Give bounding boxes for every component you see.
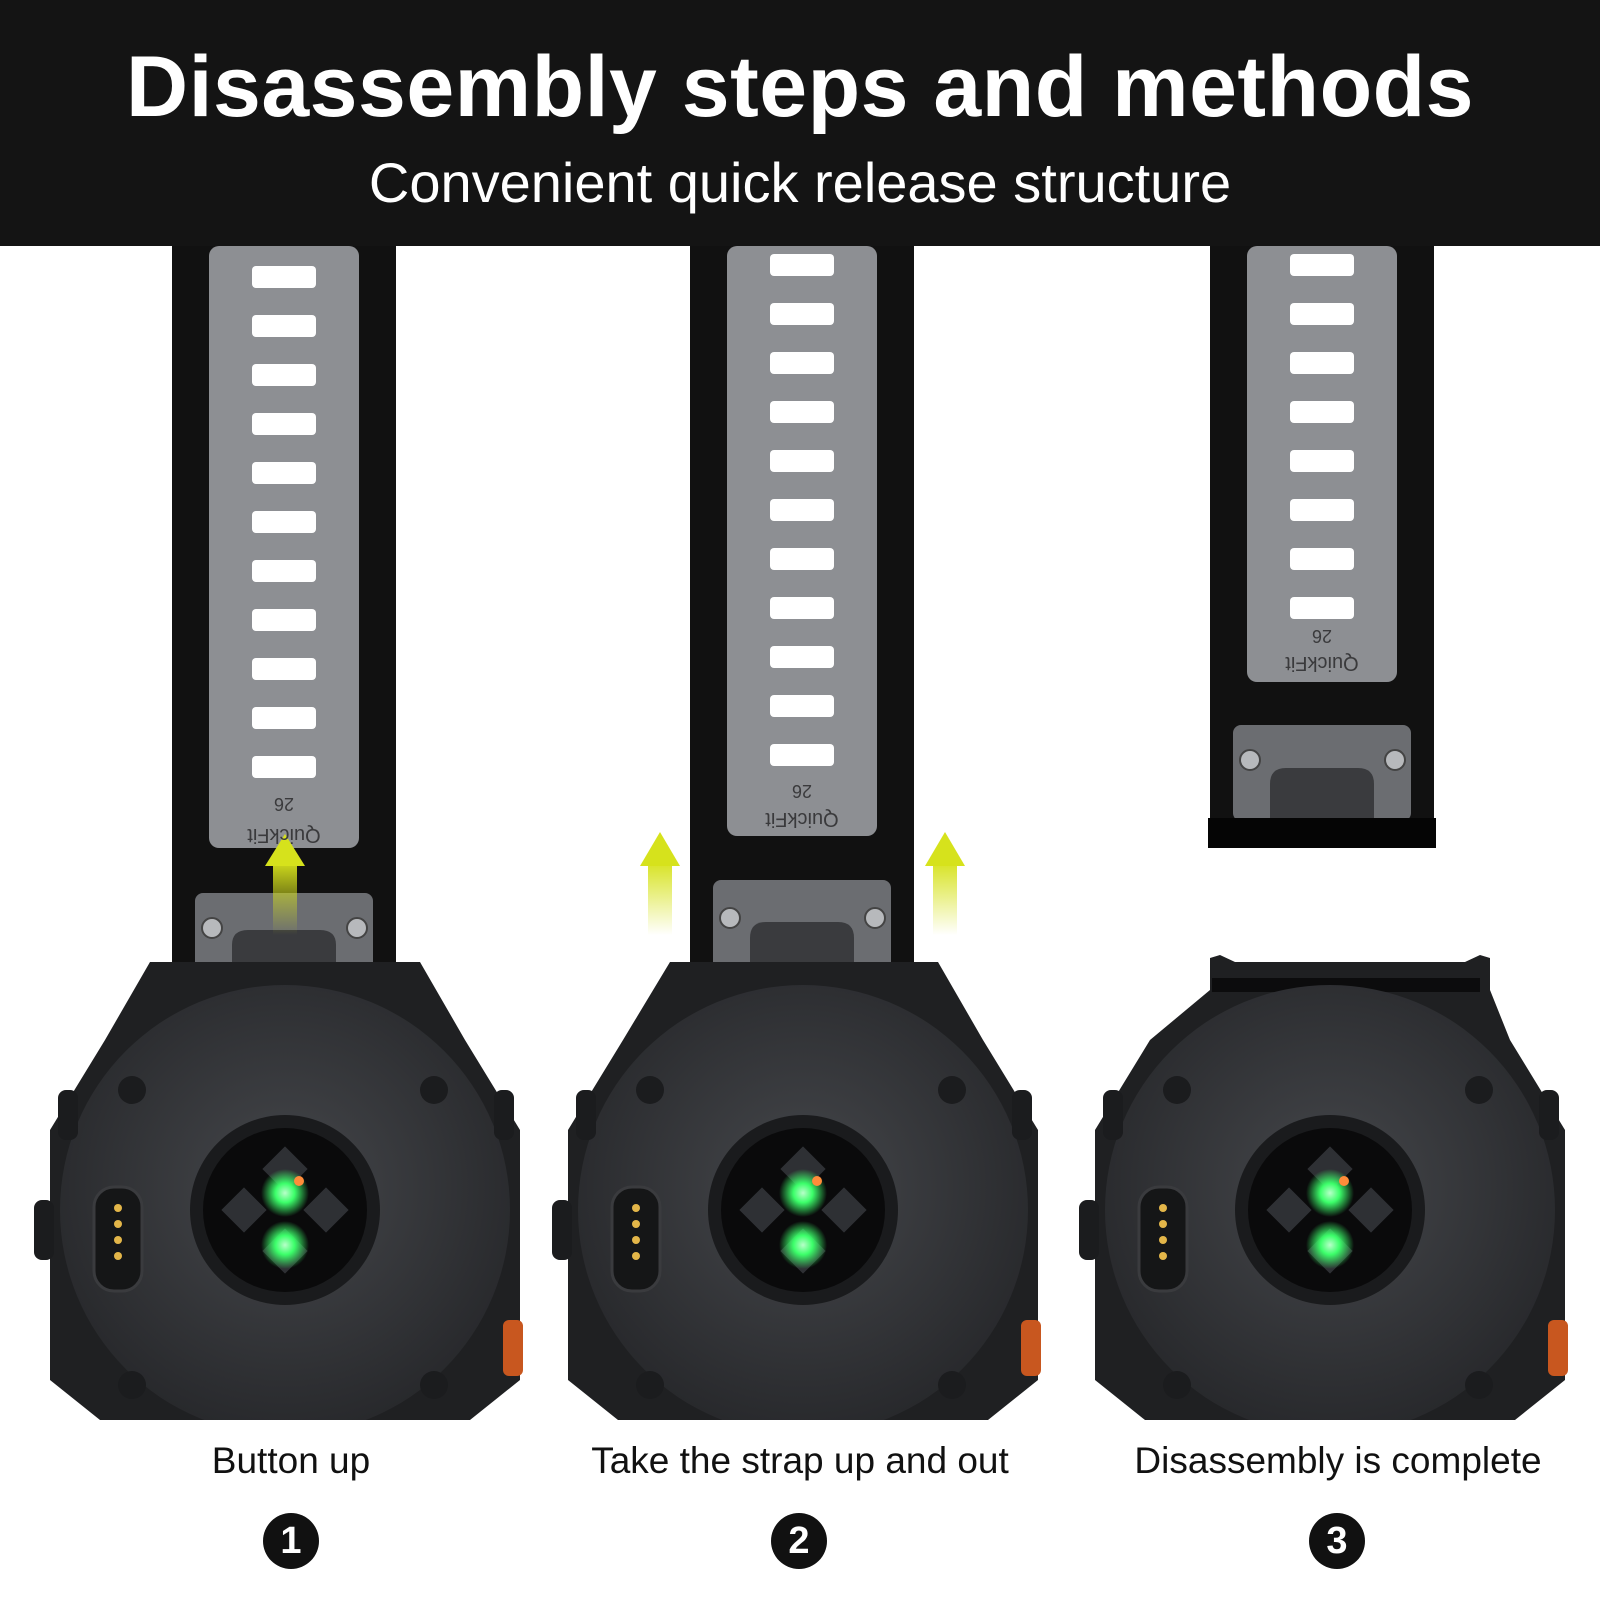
step-1-watch-case	[34, 962, 523, 1420]
screw-icon	[201, 917, 223, 939]
step-3-caption: Disassembly is complete	[1134, 1440, 1542, 1481]
band-brand-label: QuickFit	[1285, 652, 1359, 674]
step-2-illustration	[552, 246, 1041, 1420]
screw-icon	[864, 907, 886, 929]
step-3-band	[1208, 246, 1436, 848]
up-arrow-icon	[265, 834, 305, 935]
step-3-number-badge: 3	[1309, 1513, 1365, 1569]
sensor-icon	[261, 1169, 309, 1217]
step-1-illustration	[34, 246, 523, 1420]
page-subtitle: Convenient quick release structure	[368, 151, 1232, 214]
up-arrow-icon	[640, 832, 680, 935]
sensor-icon	[779, 1221, 827, 1269]
charging-port-icon	[92, 1185, 144, 1293]
band-brand-label: QuickFit	[765, 808, 839, 830]
screw-icon	[346, 917, 368, 939]
up-arrow-icon	[925, 832, 965, 935]
screw-icon	[719, 907, 741, 929]
page-title: Disassembly steps and methods	[126, 39, 1474, 135]
step-2-number-badge: 2	[771, 1513, 827, 1569]
band-brand-label: QuickFit	[247, 824, 321, 846]
step-3-watch-case	[1079, 955, 1568, 1420]
band-labels: 26 QuickFit 26 QuickFit 26 QuickFit	[247, 626, 1359, 846]
sensor-icon	[261, 1221, 309, 1269]
band-size-label: 26	[274, 794, 294, 814]
band-size-label: 26	[1312, 626, 1332, 646]
sensor-icon	[1306, 1221, 1354, 1269]
sensor-icon	[779, 1169, 827, 1217]
illustration: 26 QuickFit 26 QuickFit 26 QuickFit	[34, 246, 1568, 1420]
header-banner: Disassembly steps and methods Convenient…	[0, 0, 1600, 246]
step-1-number-badge: 1	[263, 1513, 319, 1569]
step-1-caption: Button up	[211, 1440, 371, 1481]
step-2-caption: Take the strap up and out	[591, 1440, 1009, 1481]
sensor-icon	[1306, 1169, 1354, 1217]
band-size-label: 26	[792, 781, 812, 801]
charging-port-icon	[610, 1185, 662, 1293]
screw-icon	[1384, 749, 1406, 771]
step-2-watch-case	[552, 962, 1041, 1420]
charging-port-icon	[1137, 1185, 1189, 1293]
screw-icon	[1239, 749, 1261, 771]
step-3-illustration	[1079, 246, 1568, 1420]
step-2-band	[688, 246, 916, 1006]
